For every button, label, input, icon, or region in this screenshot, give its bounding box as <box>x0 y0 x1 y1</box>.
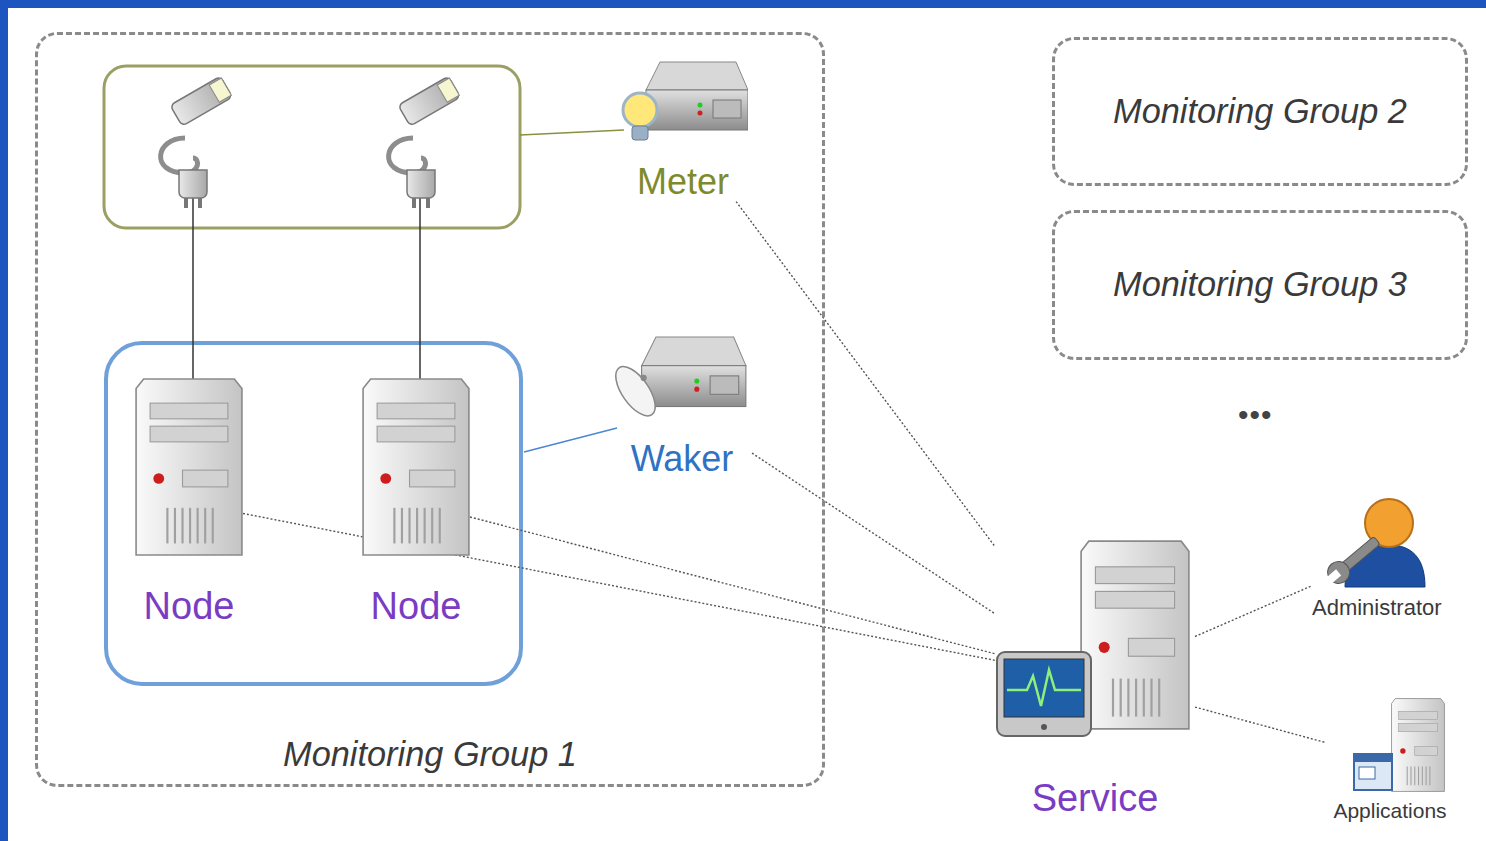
icon-holder <box>995 540 1195 740</box>
node-label: Applications <box>1333 799 1446 822</box>
group-title: Monitoring Group 2 <box>1055 93 1465 131</box>
power-plug <box>161 76 233 208</box>
node-label: Administrator <box>1312 596 1442 620</box>
power-cord <box>192 192 194 380</box>
device-node: Node <box>135 378 243 628</box>
dotted-connector <box>752 453 995 614</box>
service-icon <box>995 540 1195 740</box>
monitoring-group: Monitoring Group 3 <box>1052 210 1468 360</box>
icon-holder <box>362 378 470 556</box>
node-label: Service <box>1032 778 1159 820</box>
device-node: Node <box>362 378 470 628</box>
server-icon <box>135 378 243 556</box>
meter-device-icon <box>618 60 748 150</box>
node-set-box <box>106 343 521 684</box>
window-icon <box>1353 753 1393 791</box>
node-label: Waker <box>631 439 734 479</box>
icon-holder <box>135 378 243 556</box>
connector-line <box>243 513 995 660</box>
waker-link <box>524 428 617 452</box>
meter-link <box>520 130 624 135</box>
device-node: Administrator <box>1312 495 1442 620</box>
icon-holder <box>618 60 748 150</box>
device-node: Waker <box>612 335 752 479</box>
icon-holder <box>612 335 752 427</box>
server-icon <box>1080 540 1190 730</box>
icon-holder <box>1325 698 1455 793</box>
connector-line <box>1195 586 1312 637</box>
dotted-connector <box>1195 586 1312 637</box>
server-icon <box>362 378 470 556</box>
power-strip-box <box>104 66 520 228</box>
monitoring-group: Monitoring Group 1 Node Node MeterWaker <box>35 32 825 787</box>
device-node: Meter <box>618 60 748 202</box>
dotted-connector <box>243 513 995 660</box>
icon-holder <box>1327 495 1427 590</box>
dotted-connector <box>470 517 995 654</box>
group-title: Monitoring Group 1 <box>38 736 822 774</box>
administrator-icon <box>1327 495 1427 590</box>
group-title: Monitoring Group 3 <box>1055 266 1465 304</box>
connector-line <box>1195 707 1325 742</box>
ellipsis-label: ••• <box>1238 398 1273 431</box>
power-plug <box>389 76 461 208</box>
dotted-connector <box>1195 707 1325 742</box>
device-node: Applications <box>1325 698 1455 822</box>
connector-line <box>470 517 995 654</box>
waker-device-icon <box>612 335 752 427</box>
dotted-connector <box>736 202 995 547</box>
monitor-icon <box>995 650 1093 740</box>
node-label: Node <box>371 586 462 628</box>
connector-line <box>736 202 995 547</box>
server-icon <box>1391 698 1445 792</box>
node-label: Meter <box>637 162 729 202</box>
monitoring-group: Monitoring Group 2 <box>1052 37 1468 186</box>
power-cord <box>419 192 421 380</box>
applications-icon <box>1325 698 1455 793</box>
device-node: Service <box>995 540 1195 820</box>
node-label: Node <box>144 586 235 628</box>
connector-line <box>752 453 995 614</box>
